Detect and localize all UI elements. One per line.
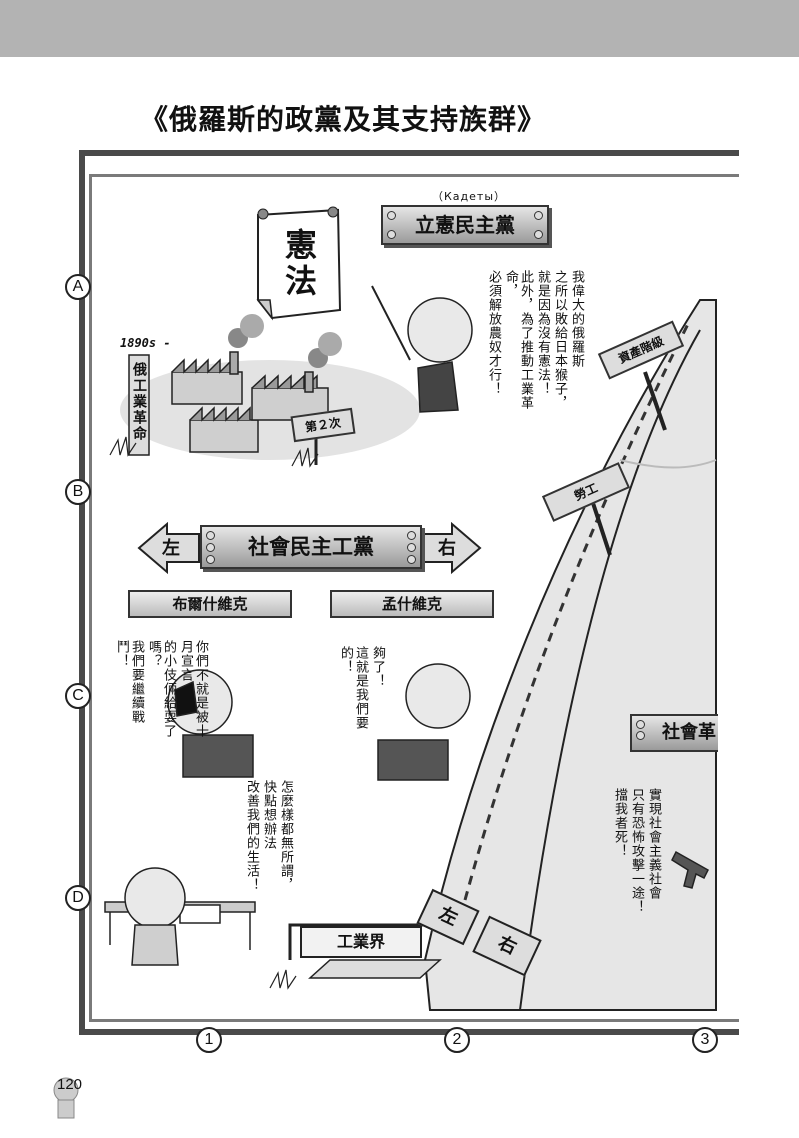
bolshevik-character-icon	[167, 669, 254, 778]
society-cone-icon	[423, 299, 717, 1011]
workers-speech-line-3: 改善我們的生活！	[244, 780, 259, 892]
left-arrow-icon	[137, 522, 200, 575]
workers-speech: 怎麼樣都無所謂， 快點想辦法 改善我們的生活！	[244, 780, 293, 900]
revolution-post-icon	[128, 354, 150, 456]
row-marker-b: B	[65, 479, 91, 505]
socialist-revolutionaries-plaque: 社會革	[630, 714, 718, 752]
bolsheviks-speech-line-2: 的小伎倆給耍了嗎？	[146, 640, 176, 738]
row-marker-a: A	[65, 274, 91, 300]
pistol-icon	[671, 850, 709, 889]
bolsheviks-speech: 你們不就是被十月宣言 的小伎倆給耍了嗎？ 我們要繼續戰鬥！	[114, 640, 208, 750]
socialist-revolutionaries-speech: 實現社會主義社會 只有恐怖攻擊一途！ 擋我者死！	[612, 788, 661, 918]
sr-speech-line-2: 只有恐怖攻擊一途！	[629, 788, 644, 914]
top-band	[0, 0, 799, 57]
grass-icon	[109, 436, 319, 990]
kadets-speech-line-2: 之所以敗給日本猴子，	[552, 270, 567, 410]
mensheviks-speech-line-1: 夠了！	[370, 646, 385, 688]
col-marker-3: 3	[692, 1027, 718, 1053]
kadets-speech-line-1: 我偉大的俄羅斯	[569, 270, 584, 368]
industrial-revolution-year: 1890s -	[120, 336, 171, 350]
left-label: 左	[162, 538, 180, 559]
page-number: 120	[57, 1076, 83, 1093]
page-title: 《俄羅斯的政黨及其支持族群》	[140, 103, 547, 136]
mensheviks-ribbon: 孟什維克	[330, 590, 494, 618]
workers-speech-line-1: 怎麼樣都無所謂，	[278, 780, 293, 892]
industrial-revolution-label: 俄工業革命	[131, 362, 147, 442]
kadets-speech-line-5: 必須解放農奴才行！	[486, 270, 501, 396]
kadets-character-icon	[371, 285, 473, 413]
row-marker-d: D	[65, 885, 91, 911]
bolsheviks-speech-line-1: 你們不就是被十月宣言	[178, 640, 208, 738]
sr-speech-line-1: 實現社會主義社會	[646, 788, 661, 900]
industry-sign: 工業界	[300, 926, 422, 958]
mensheviks-speech: 夠了！ 這就是我們要的！	[338, 646, 385, 756]
kadets-speech-line-4: 此外，為了推動工業革命，	[503, 270, 533, 410]
right-label: 右	[438, 538, 456, 559]
worker-character-icon	[104, 867, 256, 966]
col-marker-2: 2	[444, 1027, 470, 1053]
row-marker-c: C	[65, 683, 91, 709]
constitution-sign-text: 憲法	[280, 228, 318, 300]
kadets-speech: 我偉大的俄羅斯 之所以敗給日本猴子， 就是因為沒有憲法！ 此外，為了推動工業革命…	[486, 270, 584, 410]
social-democrats-plaque: 社會民主工黨	[200, 525, 422, 569]
kadets-russian-name: （Кадеты）	[432, 190, 507, 203]
constitution-paper-icon	[256, 206, 342, 321]
col-marker-1: 1	[196, 1027, 222, 1053]
social-democrats-party-name: 社會民主工黨	[248, 535, 374, 559]
sr-speech-line-3: 擋我者死！	[612, 788, 627, 858]
workers-speech-line-2: 快點想辦法	[261, 780, 276, 850]
kadets-party-name: 立憲民主黨	[415, 213, 515, 237]
kadets-plaque: 立憲民主黨	[381, 205, 549, 245]
socialist-revolutionaries-party-name: 社會革	[662, 722, 716, 743]
menshevik-character-icon	[377, 663, 471, 781]
mensheviks-speech-line-2: 這就是我們要的！	[338, 646, 368, 730]
bolsheviks-ribbon: 布爾什維克	[128, 590, 292, 618]
bolsheviks-speech-line-3: 我們要繼續戰鬥！	[114, 640, 144, 724]
kadets-speech-line-3: 就是因為沒有憲法！	[535, 270, 550, 396]
frame-inner-border	[89, 174, 739, 1022]
